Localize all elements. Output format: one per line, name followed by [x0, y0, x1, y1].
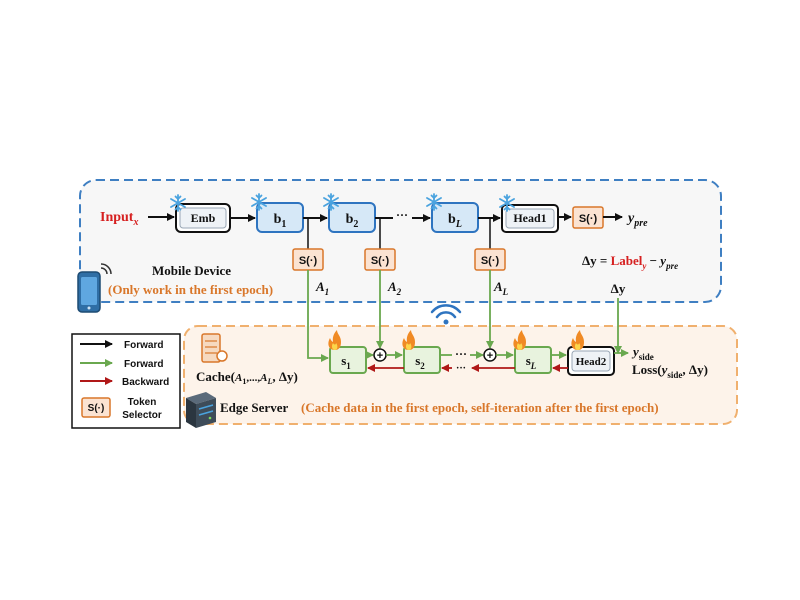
token-selector-2-label: S(·): [371, 255, 390, 267]
ellipsis-backward: ···: [456, 363, 466, 374]
cache-database-icon: [201, 333, 228, 363]
activation-a1: A1: [315, 279, 329, 297]
delta-y-label: Δy: [611, 281, 626, 296]
delta-y-equation: Δy = Labely − ypre: [582, 253, 678, 271]
side-block-s1: [329, 346, 367, 374]
side-block-s2: [403, 346, 441, 374]
token-selector-1-label: S(·): [299, 255, 318, 267]
emb-label: Emb: [191, 211, 216, 225]
loss-label: Loss(yside, Δy): [632, 362, 708, 380]
mobile-device-title: Mobile Device: [152, 263, 231, 278]
ellipsis-top: ···: [396, 208, 408, 222]
activation-a2: A2: [387, 279, 402, 297]
y-side-label: yside: [631, 344, 654, 362]
head2-label: Head2: [576, 356, 607, 368]
cache-label: Cache(A1,...,AL, Δy): [196, 369, 298, 386]
legend-token-selector-line1: Token: [128, 397, 157, 408]
mobile-phone-icon: [77, 263, 112, 313]
legend-backward-label: Backward: [122, 377, 169, 388]
input-label: Inputx: [100, 210, 138, 228]
legend-token-selector-box: [81, 397, 111, 418]
activation-al: AL: [493, 279, 509, 297]
y-pre-label: ypre: [626, 211, 648, 229]
mobile-device-note: (Only work in the first epoch): [108, 282, 273, 297]
backbone-block-bl-label: bL: [448, 212, 462, 230]
side-block-sl: [514, 346, 552, 374]
edge-server-icon: [186, 392, 216, 428]
ellipsis-bottom: ···: [455, 347, 467, 361]
backbone-block-b2-label: b2: [346, 212, 359, 230]
edge-server-title: Edge Server: [220, 400, 288, 415]
edge-server-note: (Cache data in the first epoch, self-ite…: [301, 400, 659, 415]
mobile-device-panel: [79, 179, 722, 303]
legend-forward-green-label: Forward: [124, 359, 163, 370]
legend-token-selector-line2: Selector: [122, 410, 162, 421]
side-block-s1-label: s1: [341, 353, 351, 371]
legend-forward-black-label: Forward: [124, 340, 163, 351]
backbone-block-b1-label: b1: [274, 212, 287, 230]
sum-node-1-symbol: +: [377, 350, 383, 362]
a1-flow-line: [307, 270, 329, 362]
sum-node-l-symbol: +: [487, 350, 493, 362]
token-selector-head1-label: S(·): [579, 213, 598, 225]
wifi-icon: [430, 304, 462, 325]
token-selector-l-label: S(·): [481, 255, 500, 267]
head1-label: Head1: [513, 211, 546, 225]
side-block-sl-label: sL: [526, 353, 537, 371]
side-block-s2-label: s2: [415, 353, 425, 371]
legend-token-selector-symbol: S(·): [88, 403, 105, 414]
